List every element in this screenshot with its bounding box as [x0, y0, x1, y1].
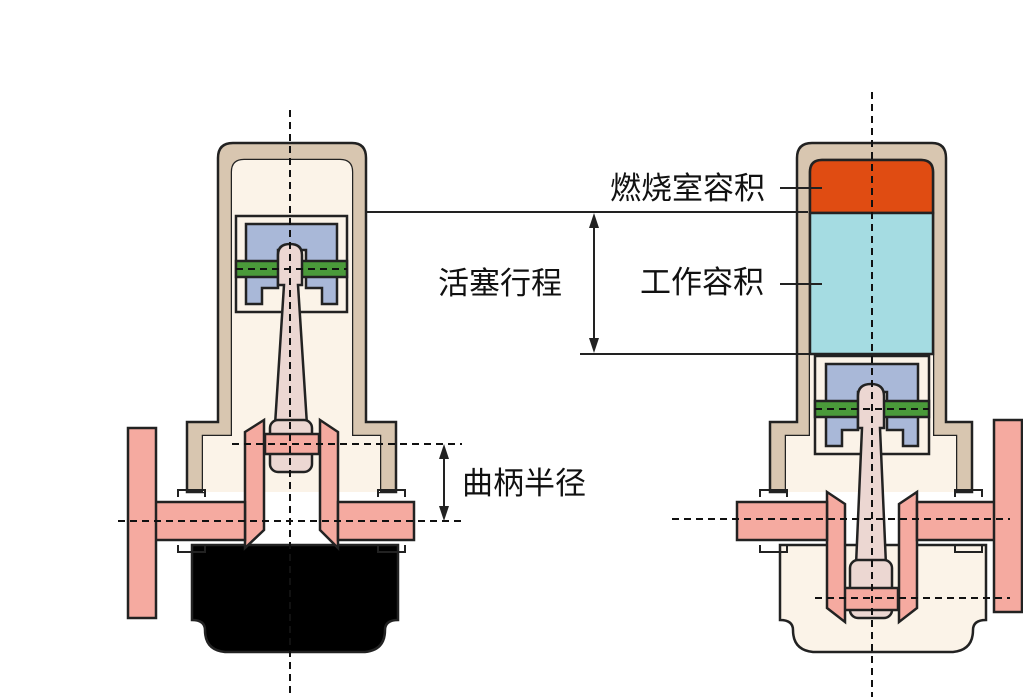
piston-stroke-label: 活塞行程: [438, 266, 562, 302]
right-crank-web-left: [825, 489, 847, 625]
crank-radius-dimension: [439, 444, 449, 521]
right-combustion-chamber: [808, 158, 935, 215]
left-connecting-rod: [273, 242, 309, 427]
combustion-chamber-label: 燃烧室容积: [610, 171, 765, 207]
left-piston-body: [244, 222, 339, 306]
left-crankshaft: [126, 417, 416, 620]
piston-stroke-dimension: [366, 211, 812, 355]
right-crank-web-right: [897, 489, 919, 625]
right-flywheel: [992, 418, 1023, 614]
right-engine: [672, 92, 1023, 697]
crank-radius-arrowhead-top: [439, 444, 449, 459]
right-bearing-bracket: [759, 489, 983, 553]
left-engine: [118, 110, 462, 697]
crank-radius-arrowhead-bottom: [439, 506, 449, 521]
crank-radius-label: 曲柄半径: [462, 466, 586, 502]
right-piston-body: [824, 362, 920, 448]
left-crankcase: [190, 543, 400, 654]
right-main-journal-left: [735, 500, 829, 542]
working-volume-label: 工作容积: [640, 265, 764, 301]
right-crankshaft: [735, 418, 1023, 625]
left-crank-web-right: [318, 417, 340, 552]
stroke-arrowhead-bottom: [589, 338, 599, 353]
left-flywheel: [126, 426, 158, 620]
left-crank-web-left: [243, 417, 266, 551]
stroke-arrowhead-top: [589, 213, 599, 228]
left-bearing-bracket: [177, 489, 406, 553]
right-main-journal-right: [915, 500, 997, 542]
